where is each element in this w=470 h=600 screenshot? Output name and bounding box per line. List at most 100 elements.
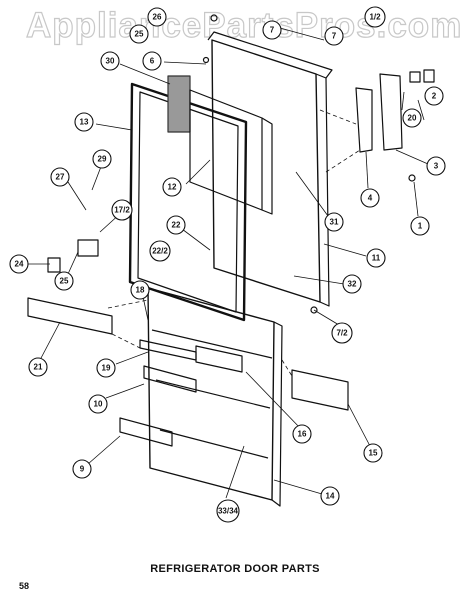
butter-compartment [195,345,243,373]
callout-12: 12 [168,183,177,192]
callout-circle-2 [424,86,444,106]
hinge-cap [409,71,421,83]
callout-circle-27 [50,167,70,187]
leader-19 [115,351,149,365]
diagram-caption: REFRIGERATOR DOOR PARTS [150,563,320,575]
hinge-pin [310,306,318,314]
callout-15: 15 [369,449,378,458]
watermark-appliancepartspros: AppliancePartsPros.com [25,5,463,45]
leader-9 [87,435,121,465]
callout-circle-26 [129,24,149,44]
callout-29: 29 [98,155,107,164]
callout-circle-13 [74,112,94,132]
leader-25 [67,251,79,275]
callout-circle-20 [402,108,422,128]
insulation-panel-depth [261,117,273,215]
dairy-door [291,369,349,411]
callout-10: 10 [94,400,103,409]
leader-33 [225,445,245,499]
callout-25: 25 [60,277,69,286]
leader-20 [401,91,405,111]
callout-circle-9 [72,459,92,479]
outer-door-panel [211,39,321,303]
callout-circle-25 [54,271,74,291]
leader-4 [365,151,369,189]
callout-22: 22 [172,221,181,230]
leader-10 [105,383,145,399]
page-number: 58 [19,581,30,591]
callout-circle-32 [342,274,362,294]
callout-4: 4 [368,194,373,203]
callout-circle-6 [142,51,162,71]
leader-13 [95,123,133,131]
callout-circle-15 [363,443,383,463]
callout-circle-16 [292,424,312,444]
leader-12 [185,159,211,185]
leader-14 [273,479,323,495]
hinge-bracket [355,87,373,153]
leader-21 [39,321,61,361]
door-shelf-lower [119,417,173,447]
leader-6 [163,61,207,65]
callout-7-2: 7/2 [336,329,348,338]
callout-6: 6 [150,57,155,66]
callout-1: 1 [418,222,423,231]
hinge-plate [379,73,403,151]
leader-8 [279,27,325,41]
callout-33-34: 33/34 [218,507,239,516]
callout-3: 3 [434,162,439,171]
leader-32 [293,275,345,285]
leader-1 [413,181,419,217]
callout-22-2: 22/2 [152,247,168,256]
callout-circle-31 [324,212,344,232]
callout-circle-21 [28,357,48,377]
callout-circle-24 [9,254,29,274]
leader-11 [323,243,367,257]
inner-liner-shelf-3 [159,429,269,459]
callout-31: 31 [330,218,339,227]
inner-door-liner-edge [271,321,283,507]
screw-3 [210,14,218,22]
callout-30: 30 [106,57,115,66]
callout-circle-7 [324,26,344,46]
callout-19: 19 [102,364,111,373]
callout-circle-1 [410,216,430,236]
callout-28: 26 [153,13,162,22]
callout-circle-33-34 [216,499,240,523]
callout-circle-12 [162,177,182,197]
callout-2: 2 [432,92,437,101]
assembly-line-4 [111,333,141,349]
callout-circle-19 [96,358,116,378]
hinge-cap-2 [423,69,435,83]
callout-circle-14 [320,486,340,506]
screw-1 [408,174,416,182]
egg-tray [27,297,113,335]
callout-circle-1-2 [364,6,386,28]
callout-16: 16 [298,430,307,439]
callout-1-2: 1/2 [369,13,381,22]
leader-3 [395,149,429,165]
callout-11: 11 [372,254,381,263]
callout-circle-22-2 [149,240,171,262]
leader-27 [67,181,87,211]
callout-20: 20 [408,114,417,123]
leader-30 [119,63,171,85]
callout-21: 21 [34,363,43,372]
callout-circle-11 [366,248,386,268]
door-top-handle [207,31,333,79]
callout-circle-17-2 [111,199,133,221]
callout-14: 14 [326,492,335,501]
inner-liner-shelf-1 [151,329,273,359]
callout-circle-28 [147,7,167,27]
callout-7: 7 [332,32,337,41]
callout-27: 27 [56,173,65,182]
assembly-line-5 [281,359,293,377]
callout-circle-10 [88,394,108,414]
door-shelf-mid [143,365,197,393]
outer-door-panel-edge [315,73,330,307]
leader-15 [347,403,371,447]
assembly-line-3 [107,299,149,309]
leader-2 [417,99,425,121]
callout-18: 18 [136,286,145,295]
